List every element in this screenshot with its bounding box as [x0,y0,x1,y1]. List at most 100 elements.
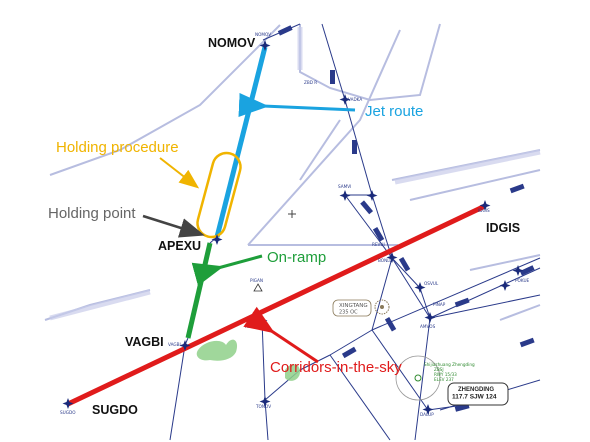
on-ramp-arrow-icon [191,254,263,286]
corridor-arrow-icon [243,306,319,364]
ndb-icon [380,305,384,309]
callout-on-ramp: On-ramp [267,249,326,266]
waypoint-label-vagbi: VAGBI [125,335,164,349]
airport-info-line4: ELEV 237 [434,377,454,382]
waypoint-star-icon [479,200,491,211]
terrain-patches [196,339,300,381]
airway-line [414,317,431,441]
airspace-areas [44,23,541,321]
airway-line [371,329,429,411]
jet-route-line [214,46,268,238]
waypoint-star-icon [259,40,271,51]
airport-info: Shijiazhuang Zhengding ZBSJ RWY 15/33 EL… [424,362,475,382]
airway-line [371,257,393,331]
waypoint-star-icon [339,190,351,201]
waypoint-label-apexu: APEXU [158,239,201,253]
airway-id-box [454,297,470,308]
airspace-boundary [299,23,441,102]
airway-id-box [384,316,397,332]
small-label-amvos: AMVOS [420,324,436,329]
airspace-boundary [49,24,281,176]
waypoint-star-icon [62,398,74,409]
airway-id-box [509,183,525,194]
waypoint-star-icon [422,404,434,415]
waypoint-star-icon [339,94,351,105]
airspace-boundary [499,304,541,321]
small-label-revui: REVUI [372,242,385,247]
shading-bar [394,149,541,185]
small-label-osvul: OSVUL [424,281,439,286]
airway-line [329,354,391,441]
airway-id-box [352,140,357,154]
waypoint-label-idgis: IDGIS [486,221,520,235]
crosshair-icon [288,210,296,218]
small-label-samvi: SAMVI [338,184,351,189]
airway-line [429,267,541,319]
airport-info-line3: RWY 15/33 [434,372,457,377]
airway-line [169,344,186,441]
callout-jet-route: Jet route [365,103,423,120]
waypoint-star-icon [512,265,524,276]
small-label-nomov: NOMOV [255,32,271,37]
waypoint-star-icon [414,282,426,293]
small-label-vagbi: VAGBI [168,342,181,347]
airspace-boundary [299,119,341,181]
small-label-pinap: PINAP [433,302,446,307]
airway-line [321,23,346,101]
small-label-zbd: ZBD R [304,80,317,85]
airway-line [391,257,421,289]
navaids [253,210,441,401]
vor-frequency: 117.7 SJW 124 [452,394,497,401]
terrain-patch [196,339,238,361]
callout-corridors: Corridors-in-the-sky [270,359,402,376]
airway-line [429,294,541,319]
small-label-dalup: DALUP [420,412,434,417]
airway-id-box [277,25,293,36]
airport-info-line2: ZBSJ [434,367,444,372]
airways [169,23,541,441]
airway-id-box [519,265,535,276]
airway-id-box [372,226,385,242]
waypoint-star-icon [424,312,436,323]
small-label-bonlu: BONLU [378,258,392,263]
vor-compass-icon [395,355,441,401]
airway-line [264,399,269,441]
waypoint-star-icon [499,280,511,291]
waypoint-star-icon [211,234,223,245]
airway-line [391,257,431,319]
vor-name: ZHENGDING [458,387,494,393]
airway-line [371,194,393,259]
airspace-shading [49,27,541,321]
small-label-idgis: IDGIS [478,208,490,213]
holding-pattern-racetrack [196,151,242,239]
small-label-adres: ADRES [245,324,260,329]
airway-line [329,329,373,356]
airway-line [371,257,541,331]
waypoint-star-icon [366,190,378,201]
navaid-frequency: 235 OC [339,310,358,316]
airway-id-box [360,200,374,215]
airway-id-box [398,256,411,272]
holding-point-arrow-icon [142,214,205,238]
navaid-box-frame [332,299,372,317]
airway-line [419,287,431,319]
jet-route-arrow-icon [238,92,356,117]
small-label-tonov: TONOV [255,404,271,409]
xingtang-navaid-box: XINGTANG 235 OC [332,299,372,317]
on-ramp-line [185,242,213,339]
terrain-patch [285,364,300,381]
navaid-name: XINGTANG [339,303,368,309]
small-label-pokue: POKUE [515,278,530,283]
zhengding-vor-box: ZHENGDING 117.7 SJW 124 [447,382,509,406]
ndb-icon [374,299,390,315]
small-label-vadka: VADKA [348,97,362,102]
small-label-sugdo: SUGDO [60,410,76,415]
waypoint-star-icon [179,340,191,351]
airway-line [299,354,331,371]
airport-info-line1: Shijiazhuang Zhengding [424,362,475,367]
waypoints [62,40,524,415]
small-label-pigan: PIGAN [250,278,263,283]
airway-id-box [519,337,535,348]
waypoint-label-nomov: NOMOV [208,36,256,50]
